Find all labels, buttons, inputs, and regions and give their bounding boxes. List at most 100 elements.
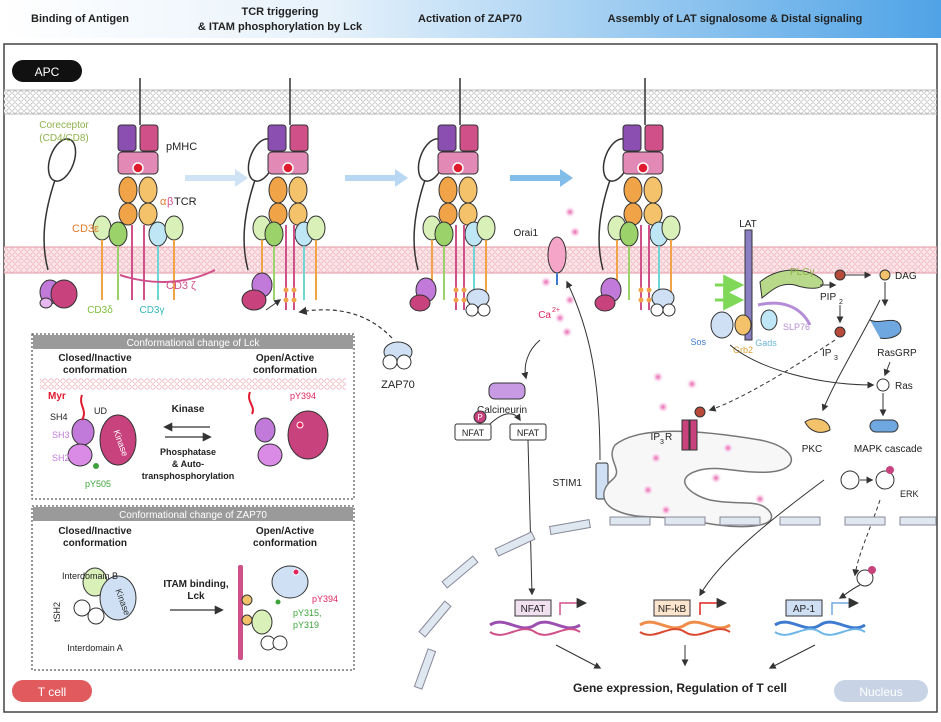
tcr-beta-label: β xyxy=(167,196,173,208)
stage2-title-line2: & ITAM phosphorylation by Lck xyxy=(198,21,363,33)
nfat-phospho-p: P xyxy=(477,413,482,422)
tcell-membrane xyxy=(4,246,937,274)
pip2-subscript: 2 xyxy=(839,299,843,306)
nucleus-badge xyxy=(834,680,928,702)
py319-label: pY319 xyxy=(293,620,319,630)
lck-reverse-line1: Phosphatase xyxy=(160,447,216,457)
cd3d-label: CD3δ xyxy=(87,305,113,316)
ip3-label: IP xyxy=(822,348,832,359)
stage1-receptor-complex: Coreceptor (CD4/CD8) pMHC α β TCR CD3ε C… xyxy=(39,78,216,316)
ip3r-suffix: R xyxy=(665,432,672,443)
stage3-title: Activation of ZAP70 xyxy=(418,13,522,25)
sh3-label: SH3 xyxy=(52,430,70,440)
myr-label: Myr xyxy=(48,391,66,402)
cd3g-label: CD3γ xyxy=(139,305,164,316)
ip3r-subscript: 3 xyxy=(660,439,664,446)
nucleus-nfkb-label: NF-kB xyxy=(658,604,687,615)
lat-label: LAT xyxy=(739,219,757,230)
lck-forward-label: Kinase xyxy=(172,404,205,415)
orai1-label: Orai1 xyxy=(514,228,539,239)
ras-label: Ras xyxy=(895,381,913,392)
ca-superscript: 2+ xyxy=(552,307,560,314)
endoplasmic-reticulum: IP 3 R xyxy=(603,371,792,528)
gads-label: Gads xyxy=(755,338,777,348)
tcr-alpha-label: α xyxy=(160,196,167,208)
py315-label: pY315, xyxy=(293,608,322,618)
interdomain-a-label: Interdomain A xyxy=(67,643,123,653)
nucleus-nfat-label: NFAT xyxy=(521,604,546,615)
nucleus-genes: NFAT NF-kB AP-1 Gene expression, Regulat… xyxy=(489,479,876,695)
lck-closed-title-line2: conformation xyxy=(63,365,127,376)
cd3e-label: CD3ε xyxy=(72,223,99,235)
ca-label: Ca xyxy=(538,310,551,321)
zap70-label: ZAP70 xyxy=(381,379,415,391)
zap-open-title-line1: Open/Active xyxy=(256,526,315,537)
coreceptor-label-line2: (CD4/CD8) xyxy=(39,133,88,144)
tcell-badge-label: T cell xyxy=(38,685,66,699)
lat-signalosome: LAT PLCγ SLP76 Gads Grb2 Sos PIP 2 DAG I… xyxy=(690,219,923,577)
lck-panel-title: Conformational change of Lck xyxy=(127,338,261,349)
apc-badge xyxy=(12,60,82,82)
apc-badge-label: APC xyxy=(35,65,60,79)
sh2-label: SH2 xyxy=(52,453,70,463)
cell-frame xyxy=(3,43,938,713)
header-band xyxy=(0,0,941,38)
stim1-label: STIM1 xyxy=(553,478,583,489)
zap-py394-label: pY394 xyxy=(312,594,338,604)
zap-arrow-line1: ITAM binding, xyxy=(163,579,229,590)
erk-label: ERK xyxy=(900,489,919,499)
stage3-receptor-complex xyxy=(409,78,496,317)
stage2-title-line1: TCR triggering xyxy=(242,6,319,18)
lck-open-title-line2: conformation xyxy=(253,365,317,376)
zap-arrow-line2: Lck xyxy=(187,591,205,602)
lck-py394-label: pY394 xyxy=(290,391,316,401)
zap-closed-title-line1: Closed/Inactive xyxy=(58,526,132,537)
tcr-suffix-label: TCR xyxy=(174,196,197,208)
gene-expression-label: Gene expression, Regulation of T cell xyxy=(573,681,787,695)
nfat-dephospho-label: NFAT xyxy=(517,428,540,438)
pkc-label: PKC xyxy=(802,444,823,455)
mapk-label: MAPK cascade xyxy=(854,444,923,455)
slp76-label: SLP76 xyxy=(783,322,810,332)
dag-label: DAG xyxy=(895,271,917,282)
calcineurin-label: Calcineurin xyxy=(477,405,527,416)
ip3r-label: IP xyxy=(651,432,661,443)
rasgrp-label: RasGRP xyxy=(877,348,917,359)
stage-arrow-2 xyxy=(345,169,408,187)
nfat-phospho-label: NFAT xyxy=(462,428,485,438)
lck-reverse-line3: transphosphorylation xyxy=(142,471,235,481)
sh4-label: SH4 xyxy=(50,412,68,422)
py505-label: pY505 xyxy=(85,479,111,489)
plcg-label: PLCγ xyxy=(790,267,814,278)
pmhc-label: pMHC xyxy=(166,141,197,153)
lck-closed-title-line1: Closed/Inactive xyxy=(58,353,132,364)
grb2-label: Grb2 xyxy=(733,345,753,355)
peptide-antigen xyxy=(132,162,144,174)
zap70-conformation-panel: Conformational change of ZAP70 Closed/In… xyxy=(31,505,355,671)
stage4-receptor-complex xyxy=(594,78,681,317)
stage4-title: Assembly of LAT signalosome & Distal sig… xyxy=(608,13,863,25)
zap-open-title-line2: conformation xyxy=(253,538,317,549)
zap-panel-title: Conformational change of ZAP70 xyxy=(119,510,267,521)
stage-arrow-1 xyxy=(185,169,248,187)
tsh2-label: tSH2 xyxy=(52,602,62,622)
cd3z-label: CD3 ζ xyxy=(166,280,196,292)
orai1-channel xyxy=(547,236,567,274)
stage2-receptor-complex xyxy=(241,78,326,311)
zap-closed-title-line2: conformation xyxy=(63,538,127,549)
ud-label: UD xyxy=(94,406,107,416)
stage1-title: Binding of Antigen xyxy=(31,13,129,25)
ip3-subscript: 3 xyxy=(834,355,838,362)
calcium-pathway: Orai1 Ca 2+ Calcineurin NFAT P NFAT STIM… xyxy=(454,206,609,596)
coreceptor-label-line1: Coreceptor xyxy=(39,120,89,131)
lck-open-title-line1: Open/Active xyxy=(256,353,315,364)
apc-membrane xyxy=(4,89,937,115)
nucleus-badge-label: Nucleus xyxy=(859,685,902,699)
lck-conformation-panel: Conformational change of Lck Closed/Inac… xyxy=(31,333,355,500)
zap70-free: ZAP70 xyxy=(298,306,415,391)
nucleus-ap1-label: AP-1 xyxy=(793,604,816,615)
lck-reverse-line2: & Auto- xyxy=(172,459,204,469)
nuclear-envelope xyxy=(413,516,937,690)
